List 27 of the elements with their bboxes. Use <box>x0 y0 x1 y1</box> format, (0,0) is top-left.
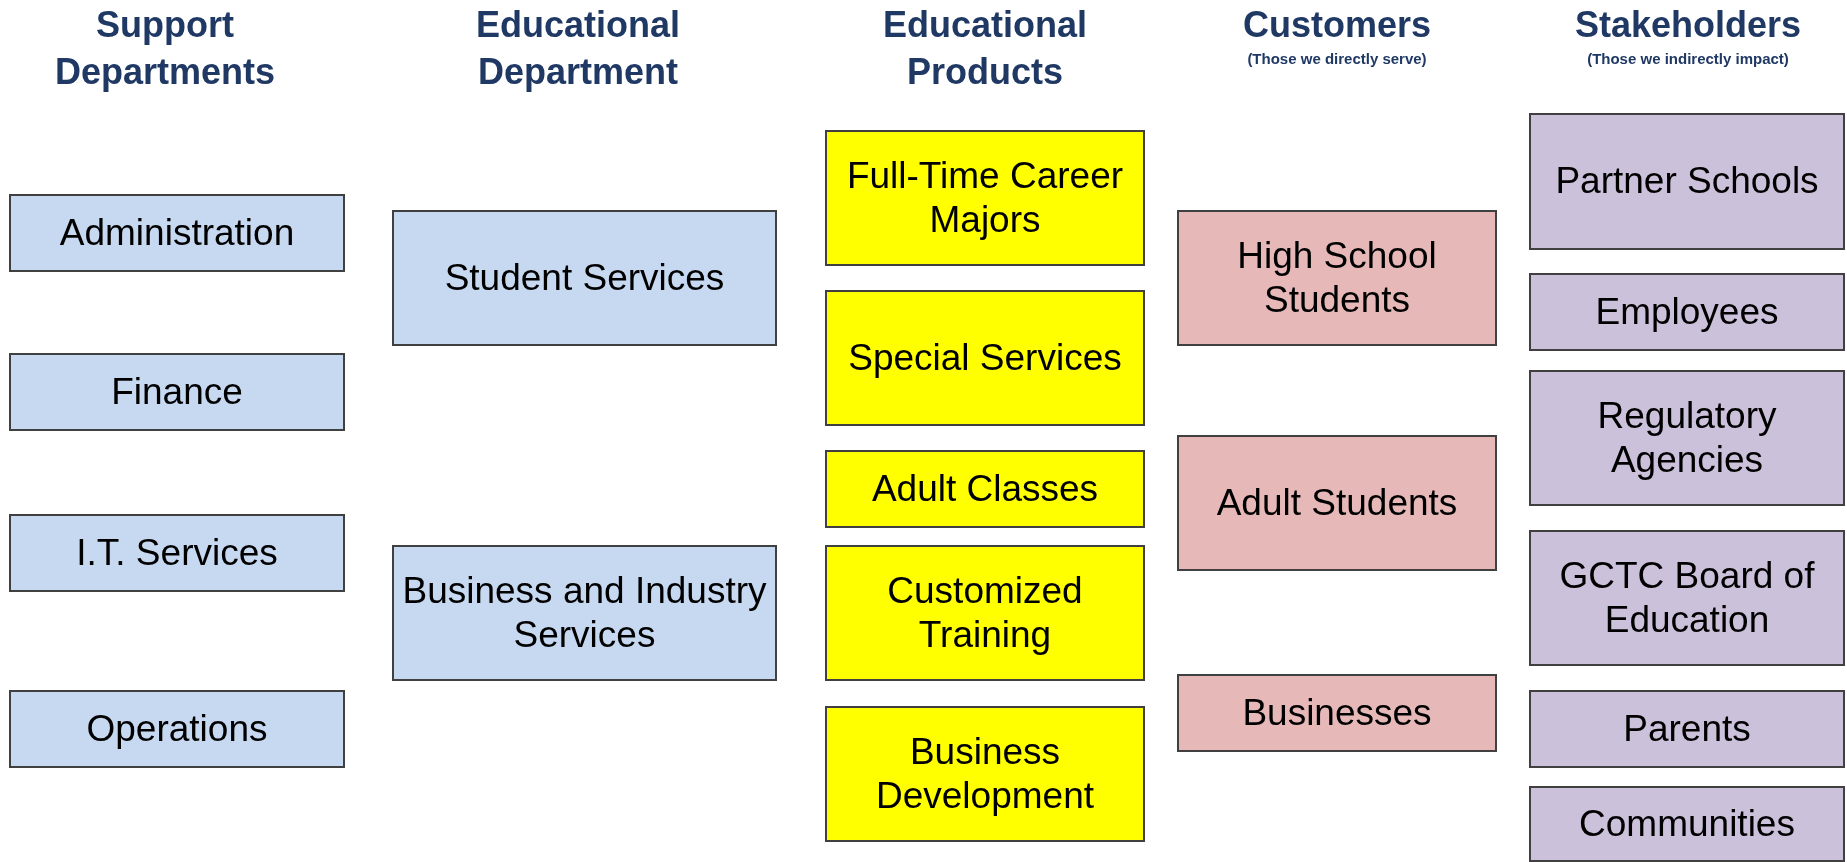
category-box: Communities <box>1529 786 1845 862</box>
column-header: Educational Department <box>475 3 681 94</box>
category-box: Adult Classes <box>825 450 1145 528</box>
category-box: Finance <box>9 353 345 431</box>
category-box: Partner Schools <box>1529 113 1845 250</box>
category-box: Adult Students <box>1177 435 1497 571</box>
category-box: Businesses <box>1177 674 1497 752</box>
category-box: Regulatory Agencies <box>1529 370 1845 506</box>
category-box: Full-Time Career Majors <box>825 130 1145 266</box>
category-box: Operations <box>9 690 345 768</box>
category-box: GCTC Board of Education <box>1529 530 1845 666</box>
column-header: Educational Products <box>882 3 1088 94</box>
category-box: Parents <box>1529 690 1845 768</box>
column-header: Stakeholders <box>1573 3 1803 47</box>
column-header: Customers <box>1241 3 1433 47</box>
category-box: Special Services <box>825 290 1145 426</box>
column-header: Support Departments <box>53 3 277 94</box>
category-box: High School Students <box>1177 210 1497 346</box>
column-subtitle: (Those we indirectly impact) <box>1586 50 1790 68</box>
category-box: Business and Industry Services <box>392 545 777 681</box>
category-box: Employees <box>1529 273 1845 351</box>
category-box: Administration <box>9 194 345 272</box>
category-box: Customized Training <box>825 545 1145 681</box>
category-box: Student Services <box>392 210 777 346</box>
category-box: I.T. Services <box>9 514 345 592</box>
category-box: Business Development <box>825 706 1145 842</box>
column-subtitle: (Those we directly serve) <box>1246 50 1428 68</box>
